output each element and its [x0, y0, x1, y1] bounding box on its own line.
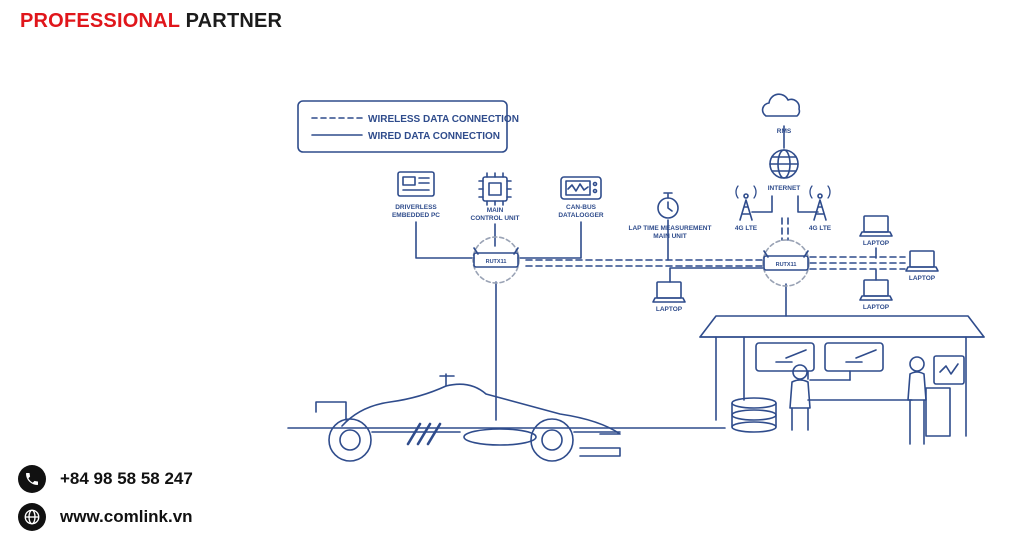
- datalogger-icon: [560, 176, 602, 200]
- label-laptime-1: LAP TIME MEASUREMENT: [629, 225, 712, 232]
- label-laptop-top: LAPTOP: [863, 240, 890, 247]
- contact-phone[interactable]: +84 98 58 58 247: [18, 465, 193, 493]
- phone-number: +84 98 58 58 247: [60, 469, 193, 488]
- wire-pc: [415, 221, 475, 259]
- engineer-figure: [789, 364, 811, 431]
- legend: [297, 100, 508, 153]
- label-laptime-2: MAIN UNIT: [653, 233, 687, 240]
- website-url: www.comlink.vn: [60, 507, 193, 526]
- brand-header: PROFESSIONAL PARTNER: [20, 10, 282, 33]
- chip-icon: [478, 172, 512, 206]
- globe-diagram-icon: [769, 149, 799, 179]
- pit-garage: [699, 315, 985, 437]
- label-canbus-1: CAN-BUS: [566, 204, 597, 211]
- contact-website[interactable]: www.comlink.vn: [18, 503, 193, 531]
- label-driverless-2: EMBEDDED PC: [392, 212, 440, 219]
- label-canbus-2: DATALOGGER: [558, 212, 604, 219]
- cloud-icon: [761, 93, 801, 117]
- lte-tower-right-icon: [809, 185, 831, 221]
- tire-stack: [731, 397, 777, 433]
- router-left: [472, 236, 520, 284]
- label-internet: INTERNET: [768, 185, 801, 192]
- header-professional: PROFESSIONAL: [20, 10, 180, 32]
- header-partner: PARTNER: [185, 10, 283, 32]
- legend-wireless-label: WIRELESS DATA CONNECTION: [368, 114, 519, 125]
- label-rms: RMS: [777, 128, 792, 135]
- laptop-icon: [905, 250, 939, 272]
- engineer-figure: [907, 355, 965, 445]
- phone-icon: [18, 465, 46, 493]
- label-mcu-1: MAIN: [487, 207, 504, 214]
- label-driverless-1: DRIVERLESS: [395, 204, 437, 211]
- lte-tower-left-icon: [735, 185, 757, 221]
- label-router-left: RUTX11: [486, 259, 507, 265]
- router-right: [762, 239, 810, 287]
- label-mcu-2: CONTROL UNIT: [471, 215, 520, 222]
- label-router-right: RUTX11: [776, 262, 797, 268]
- laptop-icon: [859, 215, 893, 237]
- label-laptop-right: LAPTOP: [909, 275, 936, 282]
- laptop-icon: [652, 281, 686, 303]
- label-laptop-bottom: LAPTOP: [863, 304, 890, 311]
- globe-icon: [18, 503, 46, 531]
- label-lte-right: 4G LTE: [809, 225, 832, 232]
- stopwatch-icon: [657, 192, 679, 219]
- laptop-icon: [859, 279, 893, 301]
- wire-datalogger: [517, 221, 582, 259]
- label-lte-left: 4G LTE: [735, 225, 758, 232]
- race-car: [287, 373, 726, 462]
- embedded-pc-icon: [397, 171, 435, 197]
- wire-lte-internet: [751, 195, 819, 213]
- wire-left-laptop: [669, 267, 764, 283]
- legend-wired-label: WIRED DATA CONNECTION: [368, 131, 500, 142]
- label-laptop-left: LAPTOP: [656, 306, 683, 313]
